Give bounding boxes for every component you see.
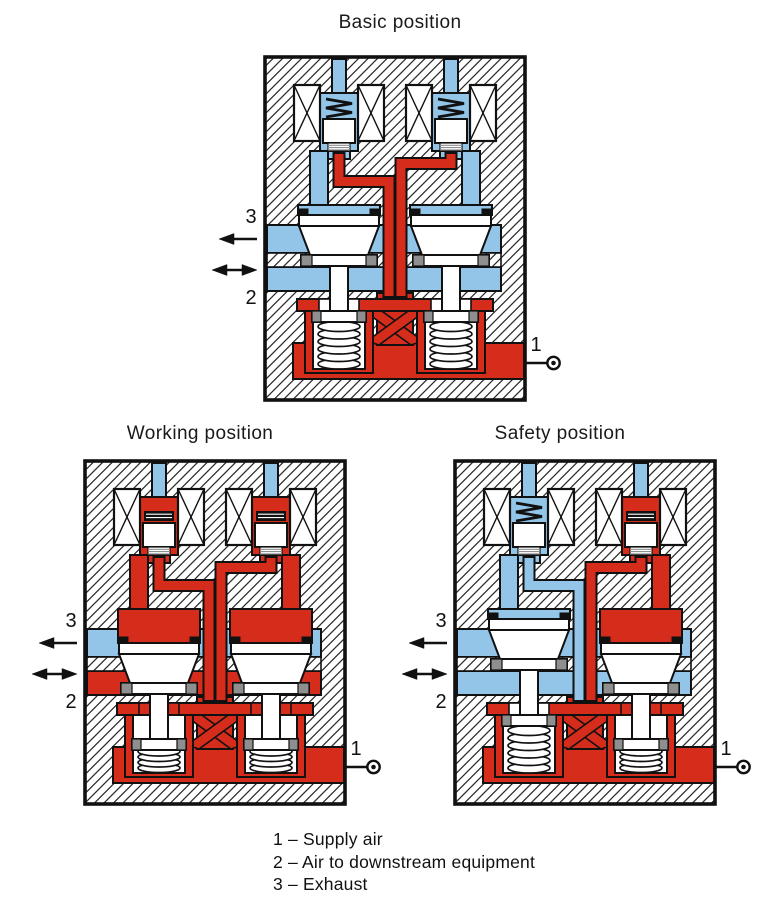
legend-item-supply-air: 1 – Supply air bbox=[273, 829, 383, 849]
port-symbols: 3 2 1 bbox=[211, 206, 561, 371]
flow-direction-arrow-icon bbox=[211, 264, 258, 276]
solenoid-pilot-left bbox=[482, 462, 576, 556]
legend: 1 – Supply air 2 – Air to downstream equ… bbox=[273, 828, 535, 896]
port-1-label: 1 bbox=[350, 738, 361, 760]
solenoid-pilot-right bbox=[594, 462, 688, 556]
main-poppet-left bbox=[117, 608, 201, 751]
port-3-label: 3 bbox=[65, 610, 76, 632]
port-2-label: 2 bbox=[245, 287, 256, 309]
valve-diagram-basic-position: 3 2 1 bbox=[211, 55, 561, 402]
pilot-channel-right bbox=[214, 556, 278, 702]
pilot-channels bbox=[152, 556, 278, 702]
solenoid-pilot-left bbox=[292, 58, 386, 152]
main-poppet-left bbox=[487, 608, 571, 727]
main-poppet-left bbox=[297, 204, 381, 323]
valve-diagram-safety-position: 3 2 1 bbox=[401, 459, 751, 806]
pilot-channel-right bbox=[584, 556, 648, 702]
solenoid-pilot-left bbox=[112, 462, 206, 556]
port-1-label: 1 bbox=[720, 738, 731, 760]
panel-title-safety-position: Safety position bbox=[494, 423, 626, 444]
panel-title-basic-position: Basic position bbox=[338, 12, 462, 33]
flow-direction-arrow-icon bbox=[31, 668, 78, 680]
exhaust-arrow-icon bbox=[408, 637, 447, 649]
flow-direction-arrow-icon bbox=[401, 668, 448, 680]
pilot-spring-extended bbox=[515, 501, 543, 523]
exhaust-arrow-icon bbox=[218, 233, 257, 245]
exhaust-arrow-icon bbox=[38, 637, 77, 649]
port-3-label: 3 bbox=[435, 610, 446, 632]
pilot-channels bbox=[522, 556, 648, 702]
port-3-label: 3 bbox=[245, 206, 256, 228]
solenoid-pilot-right bbox=[404, 58, 498, 152]
pilot-channel-right bbox=[394, 152, 458, 298]
main-poppet-right bbox=[409, 204, 493, 323]
pilot-spring-extended bbox=[325, 97, 353, 119]
port-symbols: 3 2 1 bbox=[31, 610, 381, 775]
port-1-symbol bbox=[714, 759, 751, 775]
pilot-spring-compressed bbox=[144, 511, 174, 521]
pilot-spring-compressed bbox=[626, 511, 656, 521]
main-poppet-right bbox=[599, 608, 683, 751]
port-2-label: 2 bbox=[65, 691, 76, 713]
port-1-symbol bbox=[524, 355, 561, 371]
legend-item-downstream-air: 2 – Air to downstream equipment bbox=[273, 851, 536, 872]
port-2-label: 2 bbox=[435, 691, 446, 713]
main-poppet-right bbox=[229, 608, 313, 751]
port-symbols: 3 2 1 bbox=[401, 610, 751, 775]
port-1-symbol bbox=[344, 759, 381, 775]
solenoid-pilot-right bbox=[224, 462, 318, 556]
port-1-label: 1 bbox=[530, 334, 541, 356]
legend-item-exhaust: 3 – Exhaust bbox=[273, 874, 368, 894]
pilot-spring-extended bbox=[437, 97, 465, 119]
pilot-channels bbox=[332, 152, 458, 298]
valve-diagram-working-position: 3 2 1 bbox=[31, 459, 381, 806]
pilot-spring-compressed bbox=[256, 511, 286, 521]
panel-title-working-position: Working position bbox=[126, 423, 274, 444]
